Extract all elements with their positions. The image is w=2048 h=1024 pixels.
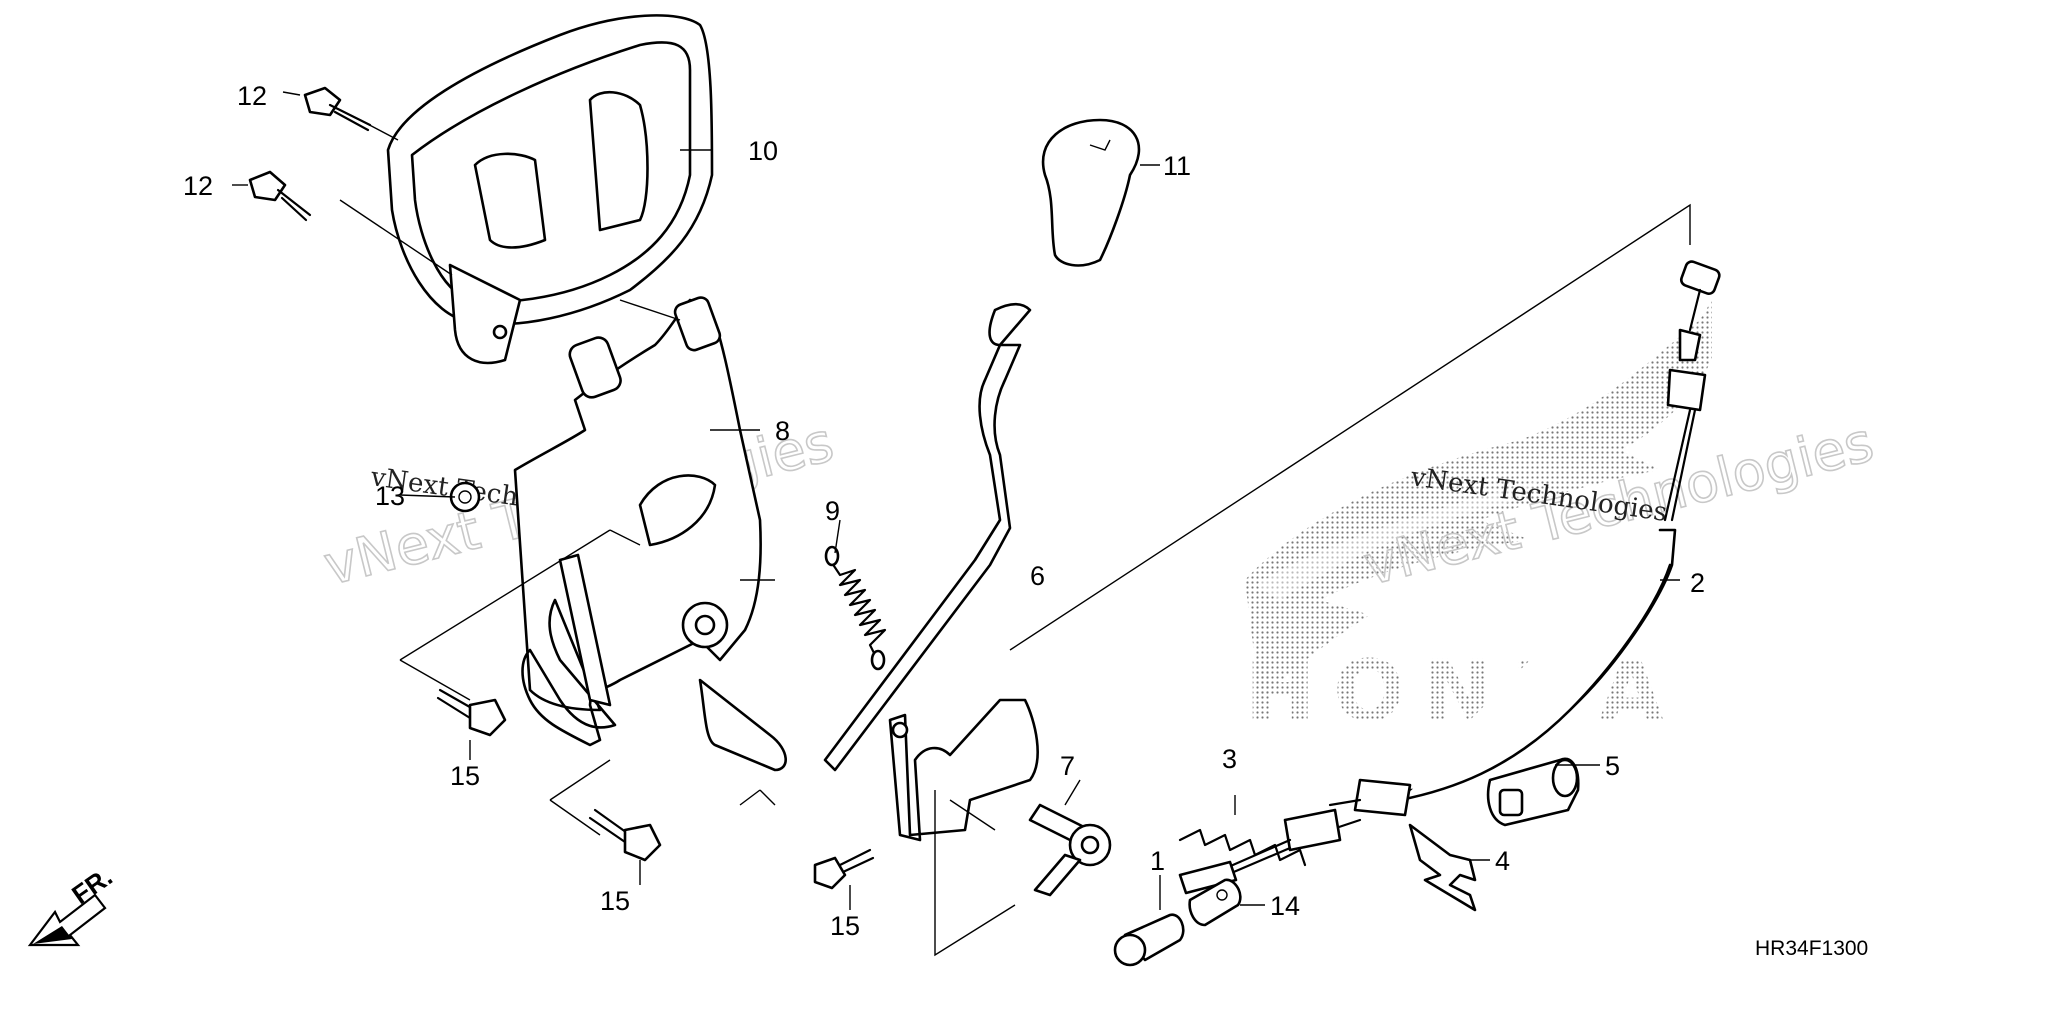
callout-6: 6 [1030,561,1045,591]
bolt-12-bottom [248,170,312,222]
bolt-15-left [436,688,507,737]
clip-part [1408,823,1477,912]
bracket-part [513,296,787,772]
callout-15-right: 15 [830,911,860,941]
spring-part [824,545,887,671]
diagram-code: HR34F1300 [1755,937,1868,960]
callout-2: 2 [1690,568,1705,598]
callout-12-bottom: 12 [183,171,213,201]
bolt-15-right [813,848,875,890]
knob-part [1041,118,1141,267]
bolt-13 [449,481,481,513]
callout-7: 7 [1060,751,1075,781]
bolt-1-part [1113,913,1185,967]
front-label: FR. [66,861,118,910]
callout-labels: 12 12 10 11 8 13 9 6 2 15 15 15 7 3 5 4 … [183,81,1705,941]
lever-part [823,302,1039,842]
callout-14: 14 [1270,891,1300,921]
callout-9: 9 [825,496,840,526]
callout-8: 8 [775,416,790,446]
callout-15-mid: 15 [600,886,630,916]
callout-12-top: 12 [237,81,267,111]
bolt-12-top [303,86,372,132]
callout-1: 1 [1150,846,1165,876]
front-direction-marker: FR. [27,861,118,947]
callout-13: 13 [375,481,405,511]
callout-11: 11 [1163,151,1191,181]
callout-15-left: 15 [450,761,480,791]
rod-end-part [1028,803,1112,897]
callout-10: 10 [748,136,778,166]
cable-part [1178,260,1721,895]
collar-14-part [1188,878,1242,927]
bolt-15-mid [588,808,662,862]
callout-5: 5 [1605,751,1620,781]
callout-3: 3 [1222,744,1237,774]
holder-part [1486,757,1580,827]
assembly-lines [232,91,1691,957]
cover-part [386,14,714,365]
callout-4: 4 [1495,846,1510,876]
spring-small-part [1178,828,1307,867]
